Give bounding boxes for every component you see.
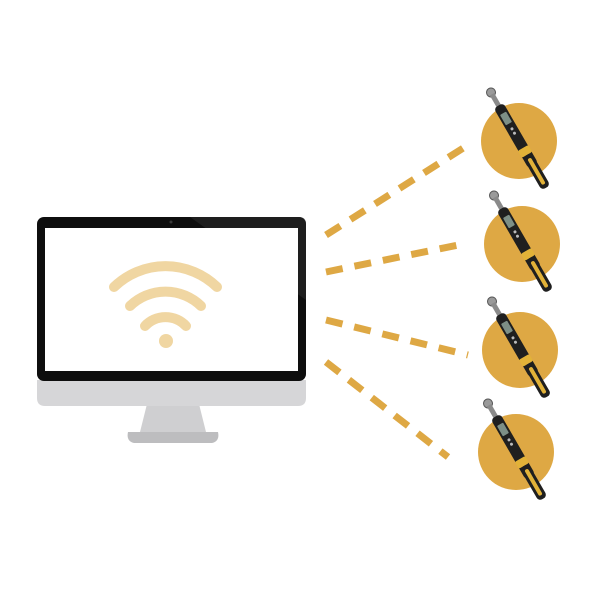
torque-wrench-icon — [483, 398, 546, 500]
wrench-shaft — [490, 301, 503, 317]
wrench-button — [514, 340, 517, 344]
wrench-display — [503, 214, 515, 229]
wrench-handle-stripe — [528, 158, 545, 185]
connection-line-3 — [325, 316, 469, 359]
wrench-grip-collar — [519, 354, 533, 367]
wrench-shaft — [486, 403, 499, 419]
wrench-button — [513, 131, 516, 135]
wifi-icon — [109, 261, 222, 348]
monitor-camera — [169, 220, 173, 224]
torque-wrench-icon — [487, 296, 550, 398]
wrench-button — [511, 336, 515, 340]
computer-monitor — [37, 217, 306, 443]
connection-line-4 — [323, 359, 451, 460]
wifi-arc-middle — [125, 286, 206, 311]
wrench-handle-stripe — [531, 261, 548, 288]
wrench-grip-collar — [521, 248, 535, 261]
wrench-shaft — [489, 92, 502, 108]
monitor-screen — [45, 228, 298, 371]
wrench-display — [501, 320, 513, 335]
wifi-arc-inner — [140, 312, 191, 331]
monitor-stand-base — [127, 432, 219, 443]
wrench-button — [513, 230, 517, 234]
wrench-display — [497, 422, 509, 437]
wrench-button — [516, 234, 519, 238]
wrench-grip-collar — [515, 456, 529, 469]
wrench-grip-collar — [518, 145, 532, 158]
device-2 — [484, 190, 560, 292]
wrench-shaft — [492, 195, 505, 211]
torque-wrench-icon — [486, 87, 549, 189]
connection-line-1 — [324, 142, 470, 238]
wrench-display — [500, 111, 512, 126]
wrench-button — [510, 442, 513, 446]
connection-line-2 — [325, 239, 469, 276]
monitor-stand-neck — [140, 404, 206, 432]
device-4 — [478, 398, 554, 500]
connection-lines — [323, 142, 470, 460]
wifi-arc-outer — [109, 261, 222, 292]
devices — [478, 87, 560, 500]
wifi-dot — [159, 334, 173, 348]
monitor-chin — [37, 380, 306, 406]
wrench-handle-stripe — [525, 469, 542, 496]
wrench-handle-stripe — [529, 367, 546, 394]
device-1 — [481, 87, 557, 189]
wrench-button — [507, 438, 511, 442]
device-3 — [482, 296, 558, 398]
torque-wrench-icon — [489, 190, 552, 292]
wrench-button — [510, 127, 514, 131]
